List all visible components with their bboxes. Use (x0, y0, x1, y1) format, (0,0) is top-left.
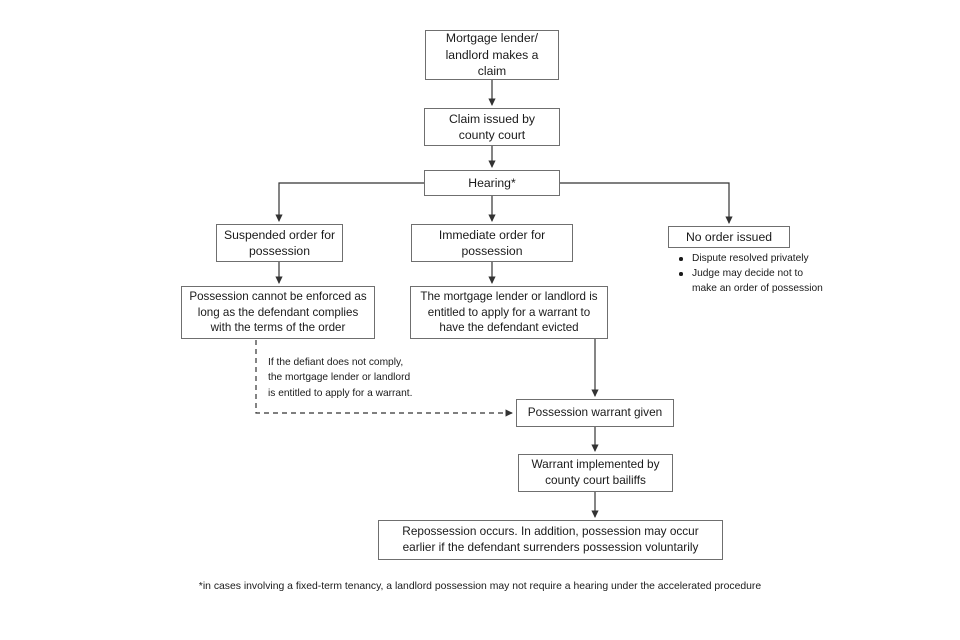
node-immediate-order: Immediate order for possession (411, 224, 573, 262)
dashed-branch-note-line3: is entitled to apply for a warrant. (268, 387, 413, 399)
node-suspended-detail-label: Possession cannot be enforced as long as… (189, 290, 367, 335)
dashed-branch-note-line2: the mortgage lender or landlord (268, 372, 411, 384)
list-item: Judge may decide not to make an order of… (679, 267, 828, 296)
node-suspended-detail: Possession cannot be enforced as long as… (181, 286, 375, 339)
dashed-branch-note: If the defiant does not comply, the mort… (268, 355, 458, 401)
connector-hearing-to-suspended (275, 182, 424, 222)
node-claim-start: Mortgage lender/ landlord makes a claim (425, 30, 559, 80)
node-immediate-detail-label: The mortgage lender or landlord is entit… (420, 290, 598, 335)
footnote: *in cases involving a fixed-term tenancy… (198, 581, 762, 592)
node-immediate-order-label: Immediate order for possession (438, 227, 546, 258)
node-claim-issued-label: Claim issued by county court (448, 111, 536, 142)
dashed-branch-note-line1: If the defiant does not comply, (268, 357, 404, 368)
node-hearing-label: Hearing* (468, 175, 516, 190)
node-no-order-issued: No order issued (668, 226, 790, 248)
node-possession-warrant-given: Possession warrant given (516, 399, 674, 427)
node-repossession-occurs: Repossession occurs. In addition, posses… (378, 520, 723, 560)
node-suspended-order-label: Suspended order for possession (223, 227, 336, 258)
node-hearing: Hearing* (424, 170, 560, 196)
node-immediate-detail: The mortgage lender or landlord is entit… (410, 286, 608, 339)
node-claim-issued: Claim issued by county court (424, 108, 560, 146)
no-order-bullet-list: Dispute resolved privately Judge may dec… (668, 252, 828, 297)
node-possession-warrant-given-label: Possession warrant given (527, 405, 663, 420)
node-suspended-order: Suspended order for possession (216, 224, 343, 262)
node-warrant-implemented: Warrant implemented by county court bail… (518, 454, 673, 492)
list-item: Dispute resolved privately (679, 252, 828, 266)
node-no-order-issued-label: No order issued (685, 229, 773, 244)
node-repossession-occurs-label: Repossession occurs. In addition, posses… (402, 524, 699, 554)
connector-hearing-to-no-order (560, 182, 733, 224)
node-claim-start-label: Mortgage lender/ landlord makes a claim (445, 31, 539, 79)
node-warrant-implemented-label: Warrant implemented by county court bail… (531, 457, 660, 487)
